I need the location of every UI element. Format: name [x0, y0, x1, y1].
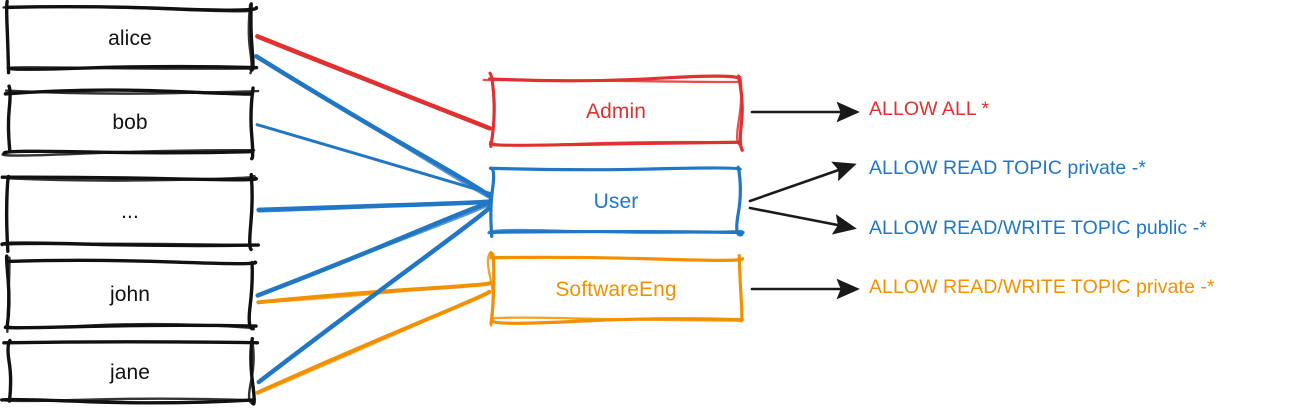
permission-allow-readwrite-topic-public: ALLOW READ/WRITE TOPIC public -* — [869, 217, 1207, 239]
edge-jane-to-softwareeng-overdraw — [257, 291, 492, 395]
user-node-label: jane — [109, 360, 151, 384]
role-node-label: Admin — [585, 100, 647, 123]
edge-john-to-user — [255, 200, 492, 298]
role-edges — [254, 34, 493, 395]
role-node-admin[interactable]: Admin — [492, 80, 740, 143]
role-node-label: SoftwareEng — [555, 277, 677, 301]
permission-arrows — [748, 101, 860, 300]
role-node-label: User — [593, 189, 639, 213]
edge-ellipsis-to-user — [256, 198, 493, 213]
user-node-john[interactable]: john — [8, 262, 252, 326]
edge-alice-to-user — [254, 54, 493, 200]
edge-jane-to-user — [256, 205, 492, 385]
user-node-label: bob — [112, 110, 148, 134]
edge-alice-to-user-overdraw — [256, 56, 492, 200]
role-node-user[interactable]: User — [492, 170, 740, 232]
arrow-user-private — [748, 161, 857, 203]
edge-ellipsis-to-user-overdraw — [258, 200, 491, 213]
edge-john-to-softwareeng-overdraw — [257, 282, 491, 304]
edge-jane-to-user-overdraw — [257, 207, 492, 384]
permission-allow-readwrite-topic-private: ALLOW READ/WRITE TOPIC private -* — [869, 276, 1215, 298]
edge-john-to-softwareeng — [256, 281, 493, 305]
edge-john-to-user-overdraw — [257, 202, 492, 298]
permission-allow-all: ALLOW ALL * — [869, 98, 990, 120]
user-node-label: alice — [108, 26, 152, 50]
edge-alice-to-admin — [255, 34, 493, 131]
user-node-jane[interactable]: jane — [8, 343, 252, 401]
user-node-alice[interactable]: alice — [8, 8, 252, 68]
role-node-softwareeng[interactable]: SoftwareEng — [492, 258, 740, 320]
user-node-label: ... — [121, 199, 139, 223]
permission-allow-read-topic-private: ALLOW READ TOPIC private -* — [869, 157, 1146, 179]
edge-alice-to-admin-overdraw — [255, 36, 492, 130]
user-node-bob[interactable]: bob — [8, 92, 252, 152]
user-node-label: john — [109, 282, 151, 306]
edge-jane-to-softwareeng — [255, 289, 492, 395]
edge-bob-to-user — [255, 123, 492, 196]
arrow-user-public — [748, 206, 857, 235]
user-node-ellipsis[interactable]: ... — [8, 178, 252, 244]
